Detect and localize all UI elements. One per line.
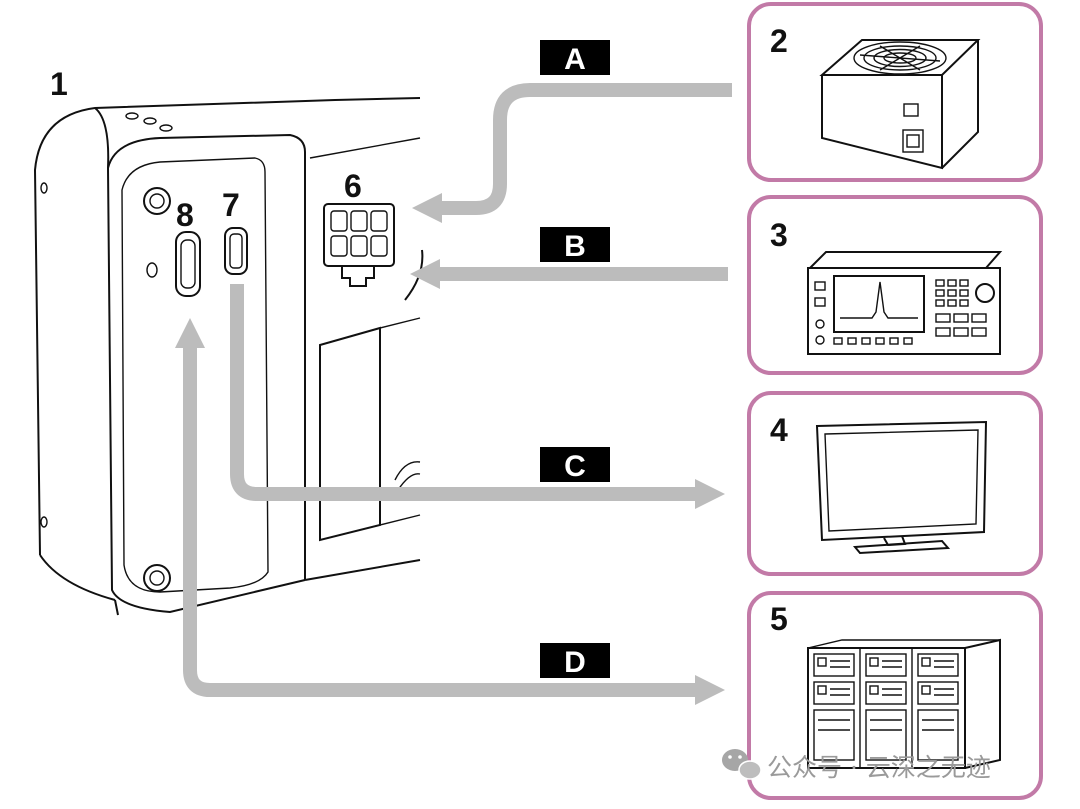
- device-number-4: 4: [770, 412, 788, 448]
- connection-label-d: D: [540, 643, 610, 679]
- server-rack-icon: [807, 638, 1001, 769]
- arrow-c: [230, 284, 725, 509]
- signal-analyzer-icon: [807, 251, 1003, 355]
- power-supply-icon: [819, 39, 981, 170]
- port-number-8: 8: [176, 197, 194, 233]
- label-d-text: D: [564, 646, 586, 679]
- connection-label-c: C: [540, 447, 610, 483]
- device-box-2: 2: [747, 2, 1043, 182]
- device-number-2: 2: [770, 23, 788, 59]
- port-number-7: 7: [222, 187, 240, 223]
- device-box-4: 4: [747, 391, 1043, 576]
- arrow-d: [175, 318, 725, 705]
- camera-body: [33, 97, 424, 616]
- label-a-text: A: [564, 43, 586, 76]
- device-number-1: 1: [50, 66, 68, 102]
- label-c-text: C: [564, 450, 586, 483]
- wechat-icon: [722, 749, 762, 780]
- watermark: 公众号 · 云深之无迹: [722, 749, 991, 782]
- device-number-3: 3: [770, 217, 788, 253]
- label-b-text: B: [564, 230, 586, 263]
- monitor-icon: [815, 420, 988, 555]
- device-box-5: 5: [747, 591, 1043, 800]
- watermark-text: 公众号 · 云深之无迹: [767, 753, 991, 782]
- arrow-a: [412, 83, 732, 223]
- port-number-6: 6: [344, 168, 362, 204]
- arrow-b: [410, 259, 728, 289]
- connection-label-a: A: [540, 40, 610, 76]
- connection-label-b: B: [540, 227, 610, 263]
- device-box-3: 3: [747, 195, 1043, 375]
- device-number-5: 5: [770, 601, 788, 637]
